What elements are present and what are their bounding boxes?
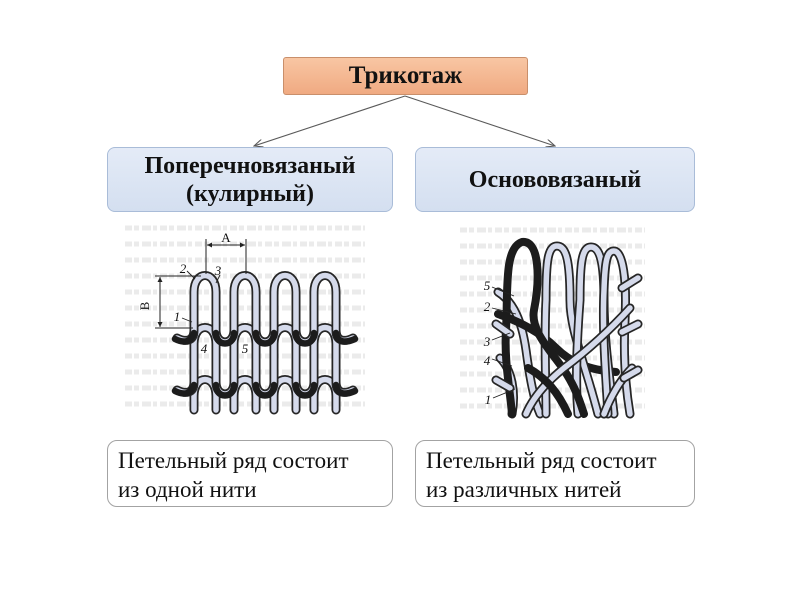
leader-line-2 [186,270,196,280]
description-weft-knit: Петельный ряд состоит из одной нити [107,440,393,507]
description-line: из одной нити [118,477,257,502]
part-label-4: 4 [484,353,491,368]
root-node-label: Трикотаж [348,62,463,89]
category-warp-knit: Основовязаный [415,147,695,212]
part-label-3: 3 [483,334,491,349]
warp-knit-illustration: 5 2 3 4 1 [460,227,645,420]
part-label-5: 5 [242,341,249,356]
description-line: Петельный ряд состоит [426,448,657,473]
weft-knit-illustration: А В 2 3 1 4 5 [125,225,365,418]
leader-line-2 [491,307,517,315]
warp-dark-yarn-3 [524,364,572,418]
dimension-a-label: А [221,230,231,245]
leader-line-3 [491,332,511,341]
description-line: Петельный ряд состоит [118,448,349,473]
category-title-line: Поперечновязаный [144,152,356,179]
warp-dark-yarn-2 [494,310,620,376]
part-label-5: 5 [484,278,491,293]
category-weft-knit: Поперечновязаный (кулирный) [107,147,393,212]
part-label-2: 2 [484,299,491,314]
part-label-1: 1 [485,392,492,407]
sinker-loop-dark-yarn [171,329,359,399]
connector-arrow-right [404,95,555,146]
connector-arrow-left [254,95,406,146]
dimension-b-label: В [137,301,152,310]
leader-line-1 [181,317,193,323]
leader-line-1 [492,388,516,399]
leader-line-5 [491,286,515,297]
category-subtitle-line: (кулирный) [186,180,314,207]
part-label-4: 4 [201,341,208,356]
part-label-1: 1 [174,309,181,324]
part-label-3: 3 [214,263,222,278]
description-warp-knit: Петельный ряд состоит из различных нитей [415,440,695,507]
description-line: из различных нитей [426,477,622,502]
root-node: Трикотаж [283,57,528,95]
leader-line-3 [215,274,221,284]
part-label-2: 2 [180,261,187,276]
category-title-line: Основовязаный [468,166,642,193]
leader-line-4 [491,358,513,367]
